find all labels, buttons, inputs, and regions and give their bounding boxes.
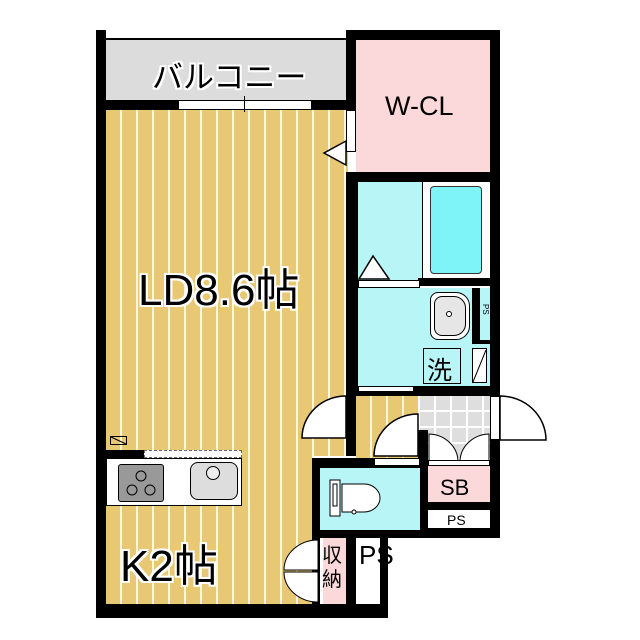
shoe-box-front	[428, 460, 490, 466]
window-divider	[244, 96, 245, 112]
wall-ps-bottom	[472, 340, 490, 344]
wall-ps-small	[472, 288, 480, 344]
bathroom-door[interactable]	[358, 280, 420, 288]
washer-space	[423, 348, 461, 384]
door-arrow-icon	[357, 254, 391, 280]
ps-small-label: PS	[481, 304, 490, 315]
shoe-box	[428, 466, 490, 502]
storage-doors[interactable]	[282, 538, 320, 604]
kitchen-upper-cabinet	[144, 450, 242, 458]
balcony	[100, 38, 348, 100]
sink-drain	[206, 466, 220, 480]
front-door-jamb	[490, 396, 500, 440]
wall-wcl-left	[346, 30, 356, 110]
toilet-door[interactable]	[373, 413, 420, 460]
stove[interactable]	[118, 464, 164, 502]
washroom-door[interactable]	[358, 386, 414, 392]
balcony-window[interactable]	[178, 100, 312, 110]
shoe-box-label: SB	[440, 475, 470, 500]
ps-bottom-label: PS	[359, 540, 394, 570]
shoe-box-doors[interactable]	[428, 432, 490, 464]
bathtub	[430, 186, 482, 274]
wall-entrance-right	[490, 440, 500, 534]
burner-icon	[126, 470, 156, 496]
wall-wash-bottom	[346, 386, 500, 396]
ps-bottom	[356, 538, 380, 604]
wall-left	[96, 100, 106, 618]
ps-entrance	[428, 510, 490, 528]
living-dining-label: LD8.6帖	[138, 266, 300, 315]
drain	[446, 311, 452, 317]
wall-wcl-bottom	[346, 172, 500, 182]
wall-bath-mid	[418, 278, 490, 286]
washroom-label: 洗	[427, 357, 453, 385]
wall-kitchen-partition	[106, 450, 144, 458]
wall-entrance-bottom	[386, 528, 500, 538]
toilet-icon	[329, 479, 381, 517]
storage-label: 収納	[322, 545, 342, 591]
wall-bath-left	[346, 172, 358, 394]
living-dining-room	[106, 110, 348, 456]
ventilation-icon	[110, 436, 127, 445]
wall-sb-bottom	[418, 502, 500, 510]
storage	[320, 538, 346, 604]
kitchen-label: K2帖	[120, 542, 218, 591]
wcl-door[interactable]	[346, 110, 356, 152]
ps-small	[480, 290, 490, 336]
balcony-label: バルコニー	[152, 60, 307, 95]
wall-right-upper	[490, 30, 500, 396]
front-door[interactable]	[499, 395, 548, 442]
wall-hall-left	[346, 394, 356, 456]
wall-balcony-left	[96, 30, 106, 112]
ps-entrance-label: PS	[447, 512, 466, 528]
wall-top-wcl	[346, 30, 500, 40]
toilet-door-frame	[374, 458, 420, 466]
wcl-label: W-CL	[385, 91, 454, 121]
ld-door[interactable]	[301, 395, 348, 442]
walk-in-closet	[356, 40, 490, 172]
shelf-icon	[472, 348, 487, 383]
door-arrow-icon	[322, 139, 347, 167]
